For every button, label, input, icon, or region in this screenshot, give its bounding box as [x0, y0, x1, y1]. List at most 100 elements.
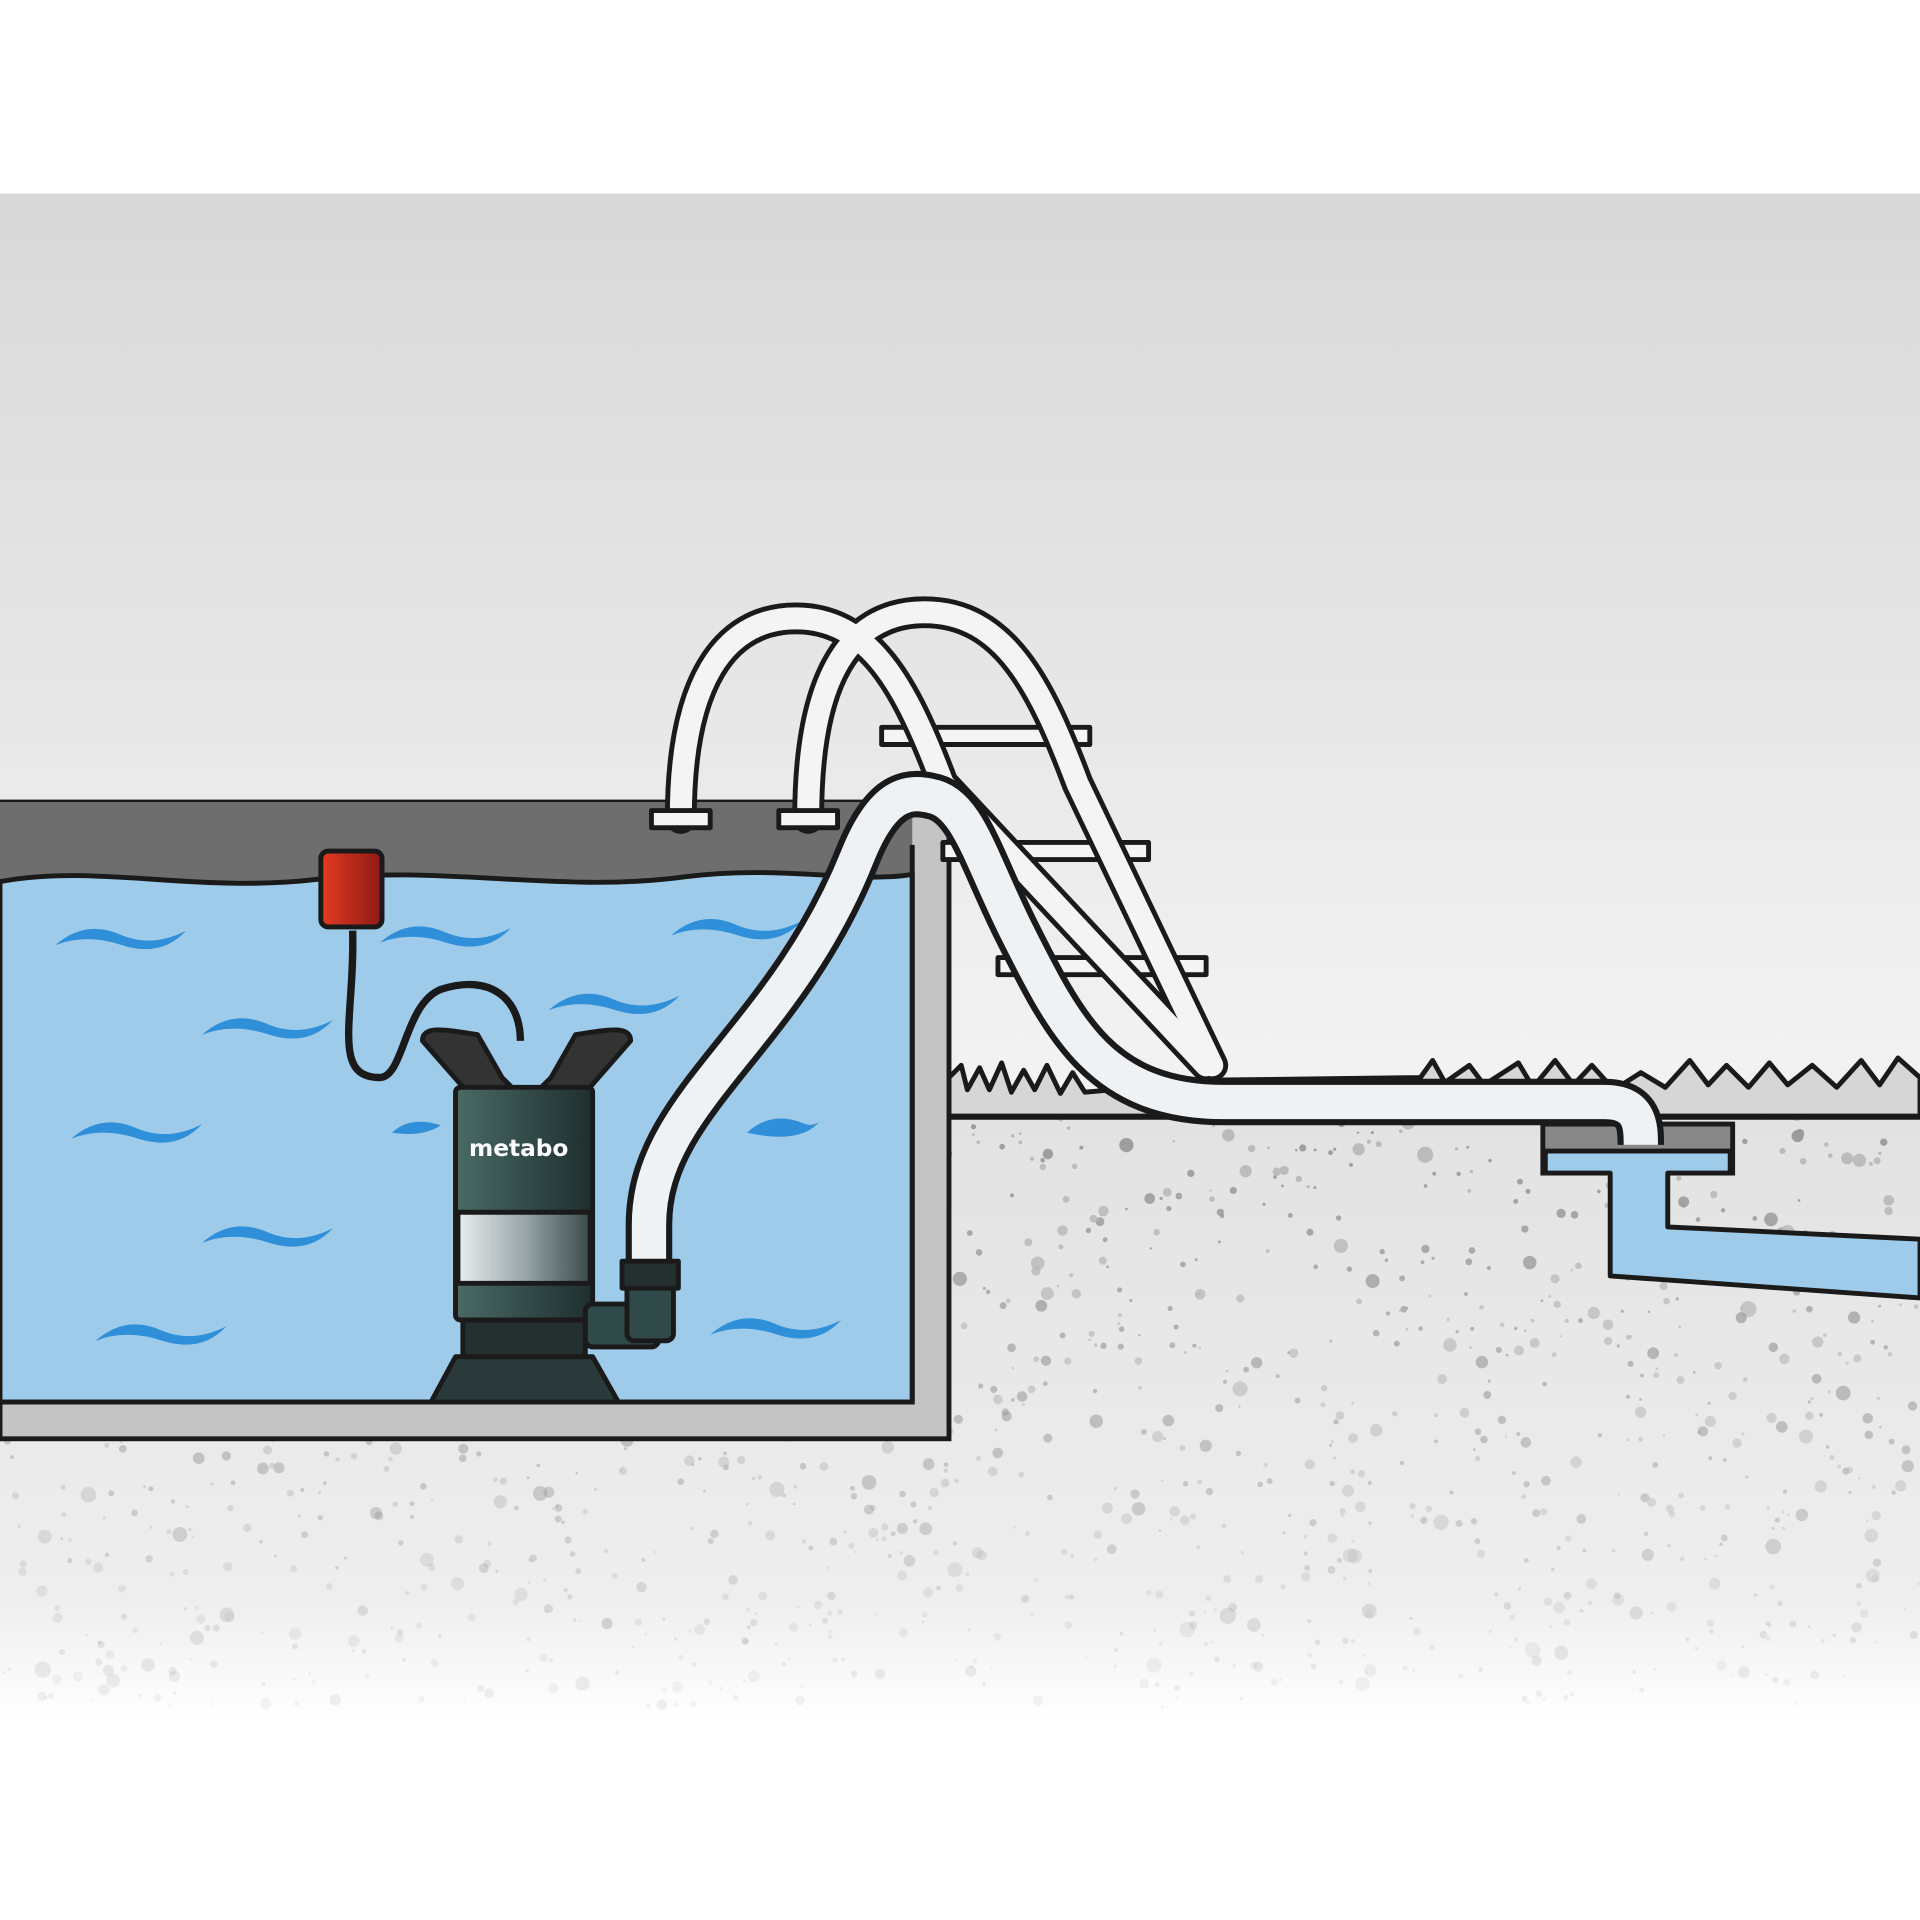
- speckle: [1710, 1190, 1718, 1199]
- speckle: [323, 1451, 330, 1457]
- speckle: [219, 1607, 235, 1623]
- speckle: [1913, 1304, 1919, 1310]
- speckle: [1764, 1673, 1768, 1677]
- speckle: [394, 1633, 404, 1643]
- speckle: [710, 1529, 719, 1538]
- speckle: [828, 1629, 833, 1634]
- speckle: [745, 1502, 749, 1506]
- speckle: [420, 1584, 428, 1591]
- speckle: [1068, 1594, 1074, 1600]
- speckle: [286, 1489, 294, 1497]
- speckle: [1117, 1313, 1122, 1318]
- speckle: [261, 1682, 266, 1687]
- speckle: [431, 1499, 434, 1502]
- speckle: [1875, 1641, 1878, 1644]
- speckle: [1617, 1493, 1620, 1496]
- speckle: [1880, 1138, 1888, 1146]
- speckle: [230, 1480, 236, 1486]
- speckle: [952, 1271, 967, 1286]
- speckle: [624, 1447, 627, 1451]
- speckle: [192, 1452, 205, 1465]
- speckle: [1059, 1332, 1066, 1339]
- speckle: [105, 1649, 115, 1659]
- speckle: [922, 1612, 928, 1618]
- speckle: [528, 1558, 533, 1563]
- speckle: [769, 1481, 785, 1498]
- speckle: [765, 1530, 776, 1541]
- speckle: [543, 1603, 554, 1614]
- speckle: [1249, 1661, 1258, 1670]
- speckle: [1864, 1430, 1874, 1440]
- speckle: [1275, 1374, 1280, 1378]
- speckle: [1678, 1196, 1690, 1208]
- speckle: [1064, 1621, 1073, 1629]
- speckle: [1768, 1342, 1779, 1353]
- speckle: [990, 1385, 998, 1393]
- speckle: [1365, 1610, 1373, 1619]
- speckle: [782, 1493, 786, 1497]
- speckle: [1167, 1305, 1173, 1312]
- speckle: [1170, 1517, 1173, 1521]
- speckle: [1668, 1510, 1675, 1518]
- speckle: [1040, 1286, 1054, 1300]
- speckle: [1504, 1435, 1508, 1438]
- speckle: [1064, 1594, 1069, 1600]
- speckle: [564, 1536, 572, 1544]
- speckle: [294, 1700, 300, 1707]
- speckle: [703, 1618, 711, 1626]
- speckle: [1163, 1437, 1166, 1440]
- speckle: [1745, 1475, 1749, 1479]
- speckle: [196, 1614, 206, 1624]
- speckle: [1862, 1413, 1873, 1424]
- speckle: [1819, 1412, 1824, 1417]
- speckle: [1016, 1391, 1028, 1402]
- speckle: [1899, 1303, 1902, 1307]
- speckle: [1520, 1437, 1532, 1448]
- float-switch: [318, 848, 525, 1082]
- speckle: [1856, 1601, 1862, 1607]
- speckle: [263, 1445, 273, 1455]
- speckle: [138, 1693, 142, 1698]
- speckle: [1479, 1304, 1484, 1310]
- speckle: [1279, 1165, 1289, 1175]
- speckle: [577, 1619, 581, 1623]
- speckle: [1379, 1248, 1385, 1255]
- speckle: [484, 1688, 494, 1698]
- speckle: [1719, 1542, 1723, 1547]
- speckle: [1759, 1631, 1768, 1639]
- speckle: [671, 1680, 683, 1692]
- speckle: [1219, 1213, 1225, 1219]
- speckle: [1521, 1695, 1528, 1702]
- speckle: [1130, 1489, 1140, 1499]
- speckle: [1428, 1294, 1432, 1298]
- speckle: [269, 1462, 275, 1469]
- speckle: [1505, 1353, 1509, 1357]
- speckle: [1465, 1258, 1473, 1266]
- speckle: [68, 1538, 72, 1542]
- speckle: [742, 1638, 750, 1645]
- speckle: [975, 1249, 983, 1256]
- speckle: [976, 1140, 981, 1145]
- speckle: [932, 1549, 939, 1556]
- speckle: [1542, 1381, 1548, 1387]
- speckle: [1779, 1147, 1786, 1154]
- speckle: [792, 1502, 796, 1506]
- speckle: [575, 1471, 578, 1475]
- speckle: [1895, 1480, 1907, 1492]
- speckle: [402, 1657, 406, 1662]
- speckle: [1526, 1700, 1530, 1705]
- speckle: [131, 1509, 138, 1517]
- speckle: [1771, 1526, 1775, 1530]
- speckle: [1704, 1415, 1716, 1427]
- speckle: [1499, 1322, 1505, 1328]
- speckle: [1280, 1584, 1286, 1590]
- speckle: [60, 1484, 66, 1490]
- speckle: [430, 1658, 439, 1667]
- speckle: [1523, 1481, 1530, 1488]
- speckle: [1405, 1306, 1409, 1310]
- speckle: [912, 1519, 918, 1524]
- speckle: [168, 1666, 177, 1676]
- speckle: [405, 1591, 409, 1595]
- speckle: [1497, 1415, 1507, 1425]
- speckle: [899, 1490, 906, 1498]
